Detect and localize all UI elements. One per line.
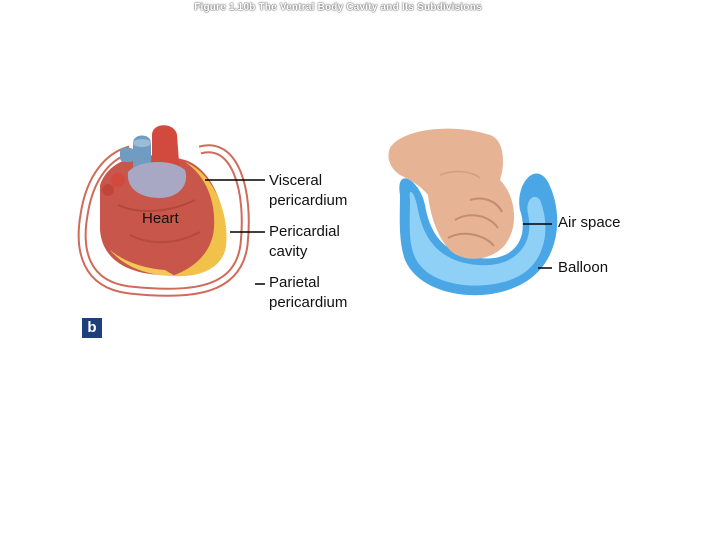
figure-caption: Figure 1.10b The Ventral Body Cavity and… — [194, 2, 482, 13]
fist-shape — [388, 128, 515, 259]
label-air-space: Air space — [558, 214, 621, 231]
label-balloon: Balloon — [558, 259, 609, 276]
fat-layer — [172, 162, 227, 277]
atrium-region — [127, 161, 187, 198]
label-visceral-pericardium: Visceral pericardium — [269, 172, 348, 209]
balloon-illustration — [388, 128, 558, 296]
label-heart: Heart — [142, 210, 179, 227]
panel-letter-badge: b — [82, 318, 102, 338]
heart-illustration — [77, 125, 250, 297]
label-parietal-pericardium: Parietal pericardium — [269, 274, 348, 311]
air-space — [409, 191, 546, 286]
leader-lines — [205, 179, 552, 285]
label-pericardial-cavity: Pericardial cavity — [269, 223, 340, 260]
